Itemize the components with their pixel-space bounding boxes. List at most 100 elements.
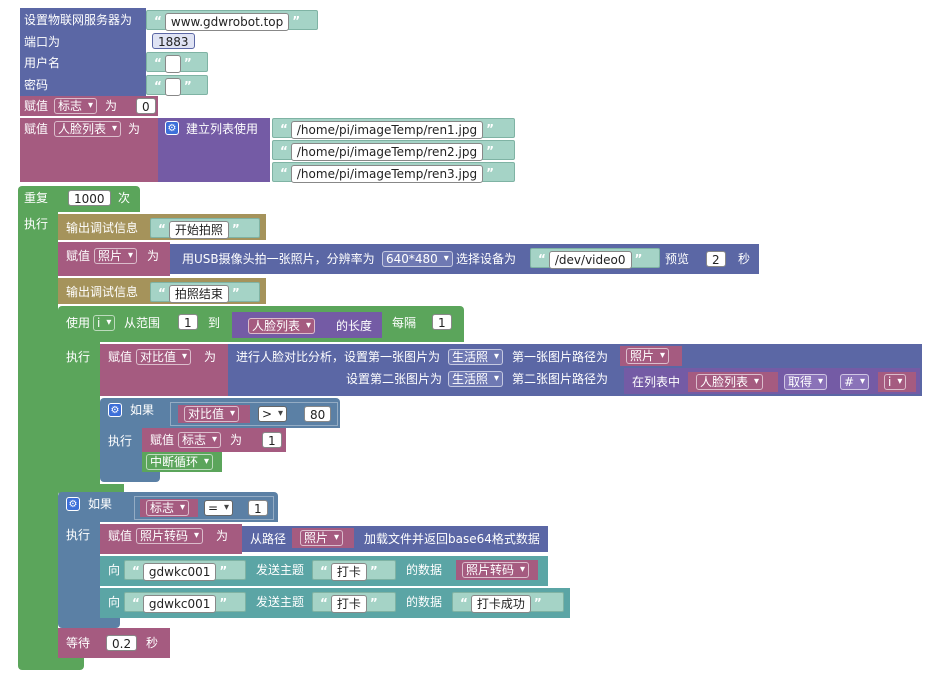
list-item-3[interactable]: “/home/pi/imageTemp/ren3.jpg” [272,162,515,183]
create-list-label: 建立列表使用 [186,122,259,136]
img2-type-dropdown[interactable]: 生活照 [448,371,504,387]
data-string-2[interactable]: “打卡成功” [452,592,564,613]
load-desc: 加载文件并返回base64格式数据 [364,532,540,546]
cond-var-dropdown-2[interactable]: 标志 [146,500,190,516]
step-field[interactable]: 1 [432,314,452,330]
debug-string-2[interactable]: “拍照结束” [150,282,260,303]
if-block-2-footer [58,618,120,628]
to-label: 为 [230,433,243,447]
hash-dropdown[interactable]: # [840,374,870,390]
port-field[interactable]: 1883 [152,33,195,49]
break-dropdown[interactable]: 中断循环 [146,454,214,470]
to-target-label: 向 [108,595,121,609]
do-label: 执行 [66,528,91,542]
password-string-block[interactable]: “” [146,75,208,96]
gear-icon[interactable]: ⚙ [66,497,80,511]
times-label: 次 [118,191,131,205]
step-label: 每隔 [392,316,417,330]
operator-dropdown-2[interactable]: = [204,500,234,516]
assign-label: 赋值 [150,433,175,447]
img1-var-dropdown[interactable]: 照片 [626,348,670,364]
client-string-1[interactable]: “gdwkc001” [124,560,246,581]
resolution-dropdown[interactable]: 640*480 [382,251,453,267]
in-list-label: 在列表中 [632,375,681,389]
topic-string-1[interactable]: “打卡” [312,560,396,581]
index-var-dropdown[interactable]: i [884,374,907,390]
to-label: 为 [105,99,118,113]
port-label: 端口为 [24,35,61,49]
usb-camera-block[interactable] [170,244,759,274]
from-path-label: 从路径 [250,532,287,546]
topic-label: 发送主题 [256,595,305,609]
list-item-1[interactable]: “/home/pi/imageTemp/ren1.jpg” [272,118,515,139]
loop-var-dropdown[interactable]: i [93,315,116,331]
list-var-dropdown[interactable]: 人脸列表 [696,374,764,390]
flag-var-dropdown[interactable]: 标志 [54,98,98,114]
server-string-block[interactable]: “www.gdwrobot.top” [146,10,318,31]
client-string-2[interactable]: “gdwkc001” [124,592,246,613]
topic-label: 发送主题 [256,563,305,577]
wait-unit: 秒 [146,636,159,650]
data-label: 的数据 [406,595,443,609]
server-field[interactable]: www.gdwrobot.top [164,12,290,31]
flag-value-field[interactable]: 0 [136,98,156,114]
assign-label: 赋值 [108,350,133,364]
range-start-field[interactable]: 1 [178,314,198,330]
to-label: 为 [204,350,217,364]
assign-label: 赋值 [108,529,133,543]
preview-seconds-field[interactable]: 2 [706,251,726,267]
repeat-count-field[interactable]: 1000 [68,190,111,206]
use-label: 使用 [66,316,91,330]
for-loop-body [58,340,100,490]
faces-var-dropdown[interactable]: 人脸列表 [54,121,122,137]
length-list-dropdown[interactable]: 人脸列表 [248,318,316,334]
get-dropdown[interactable]: 取得 [784,374,828,390]
password-label: 密码 [24,78,49,92]
topic-string-2[interactable]: “打卡” [312,592,396,613]
user-label: 用户名 [24,56,61,70]
user-string-block[interactable]: “” [146,52,208,73]
wait-label: 等待 [66,636,91,650]
repeat-label: 重复 [24,191,49,205]
threshold-field[interactable]: 80 [304,406,332,422]
b64-var-dropdown[interactable]: 照片转码 [136,528,204,544]
iot-server-block[interactable] [20,8,146,96]
if-block-1-body [100,426,142,476]
to-label: 为 [147,249,160,263]
length-label: 的长度 [336,319,373,333]
password-field[interactable] [164,77,181,96]
flag-var-dropdown-2[interactable]: 标志 [178,432,222,448]
set-server-label: 设置物联网服务器为 [24,13,133,27]
if-block-1-footer [100,472,160,482]
img1-path-label: 第一张图片路径为 [512,350,609,364]
img2-path-label: 第二张图片路径为 [512,372,609,386]
to-label: 为 [216,529,229,543]
assign-label: 赋值 [66,249,91,263]
wait-value-field[interactable]: 0.2 [106,635,138,651]
compare-var-dropdown[interactable]: 对比值 [136,349,192,365]
flag-value-field-2[interactable]: 1 [262,432,282,448]
from-label: 从范围 [124,316,161,330]
do-label: 执行 [66,350,91,364]
debug-label: 输出调试信息 [66,285,139,299]
device-string[interactable]: “/dev/video0” [530,248,660,269]
path-var-dropdown[interactable]: 照片 [300,530,344,546]
cond-var-dropdown[interactable]: 对比值 [184,406,240,422]
compare-line2: 设置第二张图片为 [346,372,443,386]
if-block-2-body [58,520,100,622]
data-label: 的数据 [406,563,443,577]
gear-icon[interactable]: ⚙ [108,403,122,417]
gear-icon[interactable]: ⚙ [165,121,179,135]
flag-compare-field[interactable]: 1 [248,500,268,516]
photo-var-dropdown[interactable]: 照片 [94,248,138,264]
preview-label: 预览 [665,252,690,266]
seconds-unit: 秒 [738,252,751,266]
img1-type-dropdown[interactable]: 生活照 [448,349,504,365]
debug-string-1[interactable]: “开始拍照” [150,218,260,239]
do-label: 执行 [24,217,49,231]
list-item-2[interactable]: “/home/pi/imageTemp/ren2.jpg” [272,140,515,161]
to-target-label: 向 [108,563,121,577]
user-field[interactable] [164,54,181,73]
data-var-dropdown[interactable]: 照片转码 [462,562,530,578]
operator-dropdown[interactable]: > [258,406,288,422]
